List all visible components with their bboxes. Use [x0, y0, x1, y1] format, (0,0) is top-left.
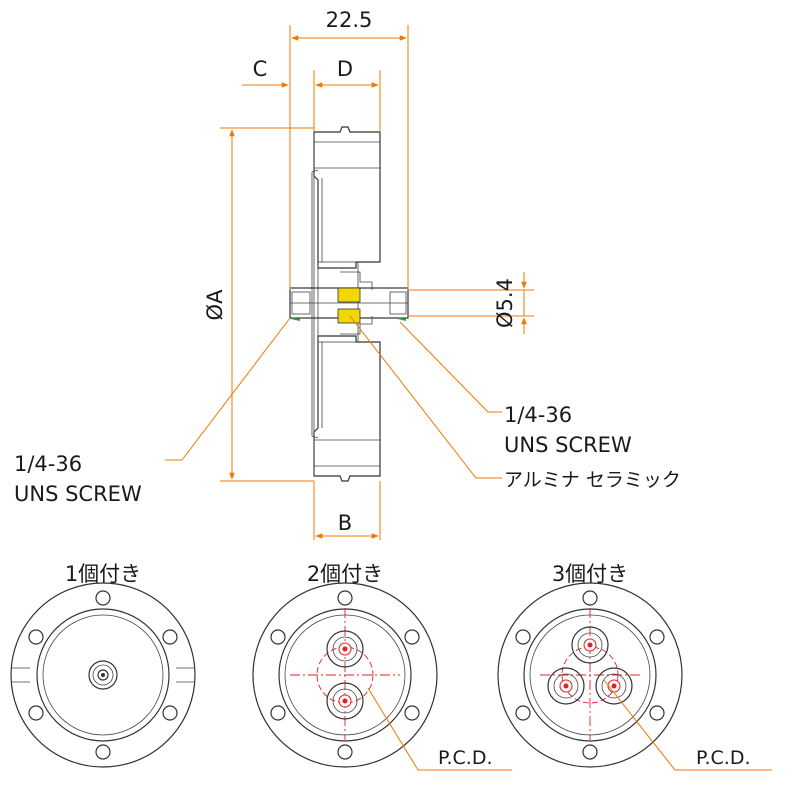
front-view-3-pcd-label: P.C.D. — [696, 747, 751, 769]
front-view-3: 3個付き P.C.D. — [497, 562, 772, 771]
callout-left-line1: 1/4-36 — [14, 452, 82, 476]
dim-b: B — [313, 481, 381, 540]
front-view-1: 1個付き — [10, 562, 196, 768]
dim-diameter-54: Ø5.4 — [408, 272, 534, 334]
feedthrough-connector — [289, 261, 409, 343]
callout-ceramic: アルミナ セラミック — [504, 469, 681, 491]
dim-diameter-a-label: ØA — [203, 289, 227, 321]
front-view-2-pcd-label: P.C.D. — [438, 747, 493, 769]
dim-overall-label: 22.5 — [326, 8, 373, 32]
dim-c-label: C — [253, 57, 268, 81]
dim-b-label: B — [338, 511, 352, 535]
callout-leaders — [165, 315, 502, 479]
dim-c: C — [242, 57, 315, 132]
dim-d-label: D — [337, 57, 353, 81]
flange-body — [311, 126, 381, 482]
front-view-2: 2個付き P.C.D. — [252, 562, 512, 771]
callout-left-line2: UNS SCREW — [14, 482, 142, 506]
front-view-3-title: 3個付き — [552, 562, 628, 586]
dim-diameter-a: ØA — [203, 127, 314, 482]
callout-right-line2: UNS SCREW — [504, 433, 632, 457]
dim-diameter-54-label: Ø5.4 — [493, 278, 517, 328]
front-view-2-title: 2個付き — [307, 562, 383, 586]
side-section-view: 22.5 C D ØA Ø5.4 — [14, 8, 681, 540]
front-view-1-title: 1個付き — [65, 562, 141, 586]
dim-d: D — [315, 57, 381, 132]
ceramic-insulator — [337, 287, 361, 303]
dim-overall: 22.5 — [289, 8, 409, 290]
callout-right-line1: 1/4-36 — [504, 403, 572, 427]
